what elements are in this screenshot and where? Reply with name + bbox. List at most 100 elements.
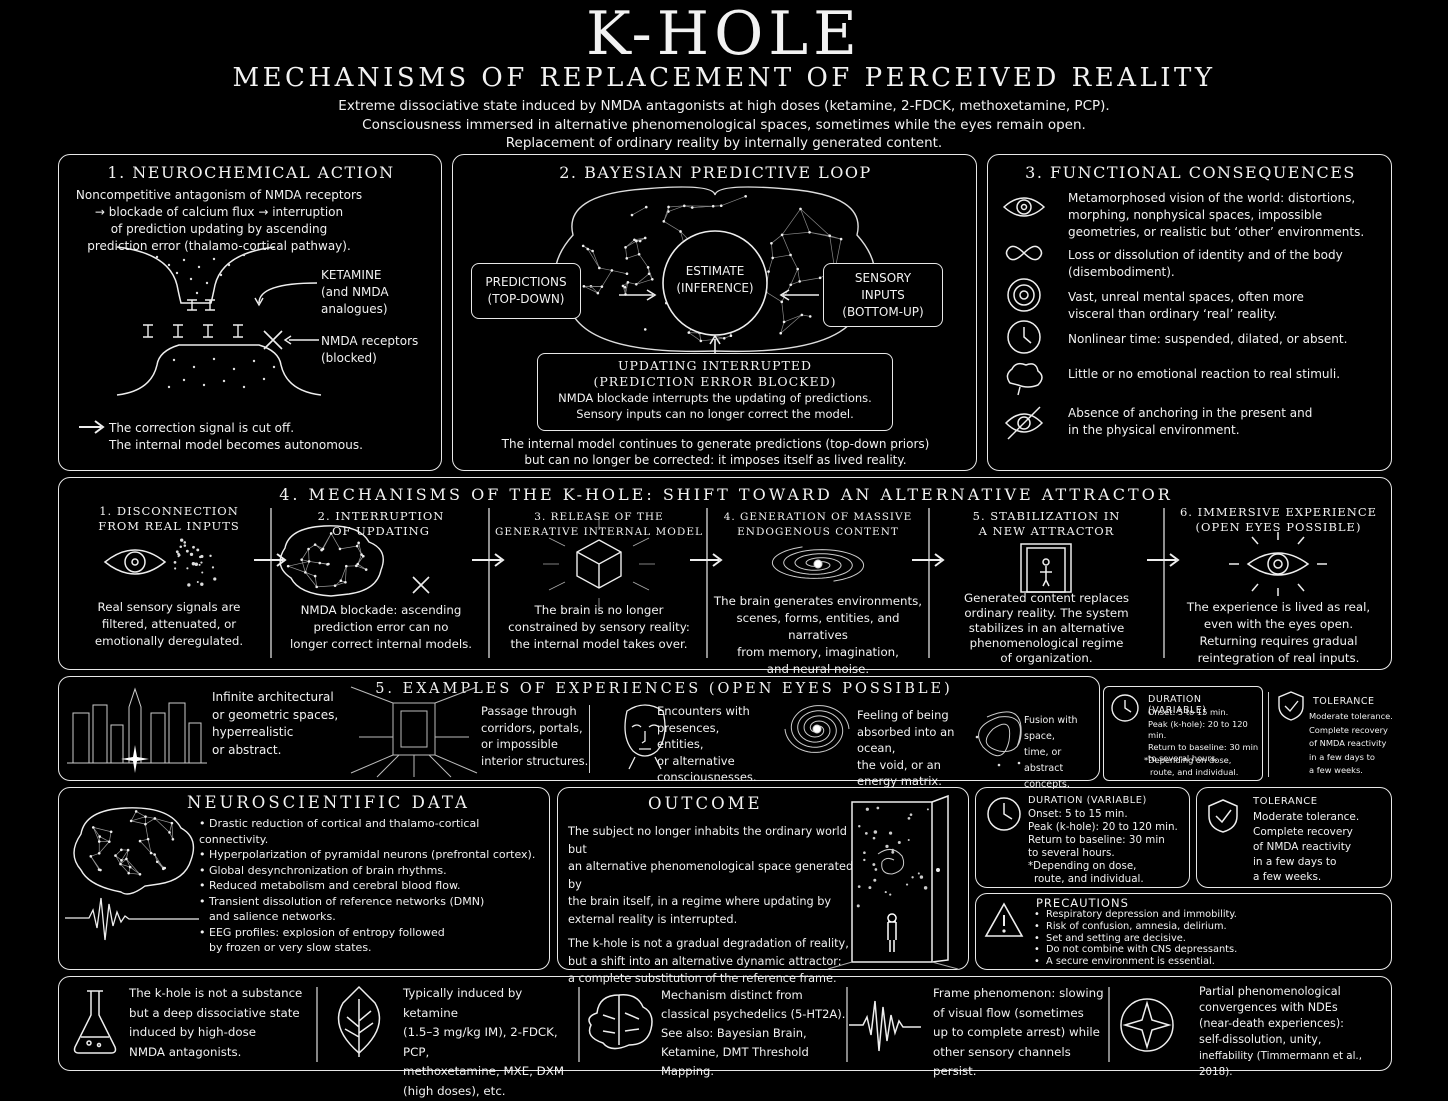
text-line: NMDA blockade: ascending xyxy=(271,602,491,619)
text-line: self-dissolution, unity, xyxy=(1199,1032,1391,1048)
clock-icon xyxy=(1110,693,1140,723)
cloud-icon xyxy=(1007,364,1042,395)
brain-icon xyxy=(589,995,652,1049)
duration-title: DURATION (VARIABLE) xyxy=(1028,795,1147,806)
text-line: Sensory inputs can no longer correct the… xyxy=(538,406,892,422)
text-line: NMDA antagonists. xyxy=(129,1043,314,1063)
text-line: Complete recovery xyxy=(1309,724,1394,738)
text-line: EEG profiles: explosion of entropy follo… xyxy=(209,926,445,939)
text-line: Ketamine, DMT Threshold Mapping. xyxy=(661,1043,851,1081)
consequence-item: Metamorphosed vision of the world: disto… xyxy=(1068,190,1388,247)
text-line: Frame phenomenon: slowing xyxy=(933,984,1108,1004)
text-line: interior structures. xyxy=(481,753,596,770)
text-line: external reality is interrupted. xyxy=(568,911,858,929)
text-line: The internal model becomes autonomous. xyxy=(109,437,429,454)
neuro-item: • EEG profiles: explosion of entropy fol… xyxy=(199,925,549,956)
estimate-label: ESTIMATE (INFERENCE) xyxy=(665,263,765,297)
text-line: methoxetamine, MXE, DXM xyxy=(403,1062,578,1082)
text-line: PREDICTIONS xyxy=(472,274,580,291)
text-line: NMDA receptors xyxy=(321,333,436,350)
text-line: The brain generates environments, xyxy=(707,593,929,610)
step-3-text: The brain is no longer constrained by se… xyxy=(489,602,709,653)
step-1-text: Real sensory signals are filtered, atten… xyxy=(69,599,269,650)
neuro-item: • Hyperpolarization of pyramidal neurons… xyxy=(199,847,549,863)
consequence-item: Loss or dissolution of identity and of t… xyxy=(1068,247,1388,289)
step-2: 2. INTERRUPTION OF UPDATING xyxy=(271,509,491,539)
consequence-item: Nonlinear time: suspended, dilated, or a… xyxy=(1068,331,1388,366)
text-line: consciousnesses. xyxy=(657,769,767,786)
example-1: Infinite architectural or geometric spac… xyxy=(212,689,342,759)
text-line: longer correct internal models. xyxy=(271,636,491,653)
text-line: but a shift into an alternative dynamic … xyxy=(568,953,858,971)
text-line: morphing, nonphysical spaces, impossible xyxy=(1068,207,1388,224)
consequence-list: Metamorphosed vision of the world: disto… xyxy=(1068,190,1388,439)
text-line: Return to baseline: 30 min xyxy=(1028,834,1188,847)
text-line: or impossible xyxy=(481,736,596,753)
text-line: Onset: 5 to 15 min. xyxy=(1028,808,1188,821)
shield-check-icon xyxy=(1207,798,1239,834)
leaf-icon xyxy=(339,987,380,1057)
text-line: Risk of confusion, amnesia, delirium. xyxy=(1046,921,1227,932)
text-line: or alternative xyxy=(657,753,767,770)
divider xyxy=(1268,692,1269,777)
panel-title: NEUROSCIENTIFIC DATA xyxy=(187,793,470,812)
text-line: corridors, portals, xyxy=(481,720,596,737)
text-line: by frozen or very slow states. xyxy=(199,940,549,956)
text-line: a few weeks. xyxy=(1309,764,1394,778)
flask-icon xyxy=(75,991,116,1053)
footer-item-4: Frame phenomenon: slowing of visual flow… xyxy=(933,984,1108,1082)
step-1: 1. DISCONNECTION FROM REAL INPUTS xyxy=(69,504,269,534)
text-line: Feeling of being xyxy=(857,707,972,724)
text-line: The correction signal is cut off. xyxy=(109,420,429,437)
step-title: 1. DISCONNECTION xyxy=(69,504,269,519)
text-line: hyperrealistic xyxy=(212,724,342,742)
text-line: Mechanism distinct from xyxy=(661,986,851,1005)
text-line: Real sensory signals are xyxy=(69,599,269,616)
step-title: 5. STABILIZATION IN xyxy=(929,509,1164,524)
text-line: Fusion with space, xyxy=(1024,713,1102,745)
neuro-item: • Drastic reduction of cortical and thal… xyxy=(199,816,549,847)
text-line: Typically induced by ketamine xyxy=(403,984,578,1023)
step-title: 6. IMMERSIVE EXPERIENCE xyxy=(1164,505,1393,520)
text-line: (1.5–3 mg/kg IM), 2-FDCK, PCP, xyxy=(403,1023,578,1062)
text-line: ESTIMATE xyxy=(665,263,765,280)
text-line: route, and individual. xyxy=(1028,873,1188,886)
tolerance-card: TOLERANCE Moderate tolerance. Complete r… xyxy=(1196,787,1392,888)
neuro-item: • Transient dissolution of reference net… xyxy=(199,894,549,925)
intro-line: Extreme dissociative state induced by NM… xyxy=(0,97,1448,116)
text-line: or geometric spaces, xyxy=(212,707,342,725)
step-6-text: The experience is lived as real, even wi… xyxy=(1164,599,1393,667)
text-line: Respiratory depression and immobility. xyxy=(1046,909,1237,920)
example-3: Encounters with presences, entities, or … xyxy=(657,703,767,786)
step-6: 6. IMMERSIVE EXPERIENCE (OPEN EYES POSSI… xyxy=(1164,505,1393,535)
step-title: GENERATIVE INTERNAL MODEL xyxy=(489,525,709,540)
text-line: The internal model continues to generate… xyxy=(453,436,978,452)
duration-note: *Depending on dose, route, and individua… xyxy=(1144,755,1262,778)
precaution-item: • Risk of confusion, amnesia, delirium. xyxy=(1034,921,1389,933)
text-line: Vast, unreal mental spaces, often more xyxy=(1068,289,1388,306)
intro-line: Replacement of ordinary reality by inter… xyxy=(0,134,1448,153)
example-2: Passage through corridors, portals, or i… xyxy=(481,703,596,769)
step-title: (OPEN EYES POSSIBLE) xyxy=(1164,520,1393,535)
neuro-item: • Global desynchronization of brain rhyt… xyxy=(199,863,549,879)
consequence-item: Vast, unreal mental spaces, often more v… xyxy=(1068,289,1388,331)
step-title: FROM REAL INPUTS xyxy=(69,519,269,534)
example-5: Fusion with space, time, or abstract con… xyxy=(1024,713,1102,793)
text-line: Infinite architectural xyxy=(212,689,342,707)
text-line: absorbed into an ocean, xyxy=(857,724,972,757)
text-line: Onset: 5 to 15 min. xyxy=(1148,707,1268,719)
text-line: or abstract. xyxy=(212,742,342,760)
text-line: visceral than ordinary ‘real’ reality. xyxy=(1068,306,1388,323)
text-line: (INFERENCE) xyxy=(665,280,765,297)
text-line: of NMDA reactivity xyxy=(1309,737,1394,751)
text-line: of visual flow (sometimes xyxy=(933,1004,1108,1024)
text-line: but a deep dissociative state xyxy=(129,1004,314,1024)
consequence-item: Little or no emotional reaction to real … xyxy=(1068,366,1388,405)
text-line: Global desynchronization of brain rhythm… xyxy=(209,864,447,877)
door-portal-illustration xyxy=(848,794,958,964)
duration-mini-card: DURATION (VARIABLE) Onset: 5 to 15 min. … xyxy=(1103,686,1263,781)
text-line: time, or abstract xyxy=(1024,745,1102,777)
star-compass-icon xyxy=(1121,999,1173,1051)
step-5-text: Generated content replaces ordinary real… xyxy=(929,591,1164,666)
step-title: 4. GENERATION OF MASSIVE xyxy=(707,510,929,525)
